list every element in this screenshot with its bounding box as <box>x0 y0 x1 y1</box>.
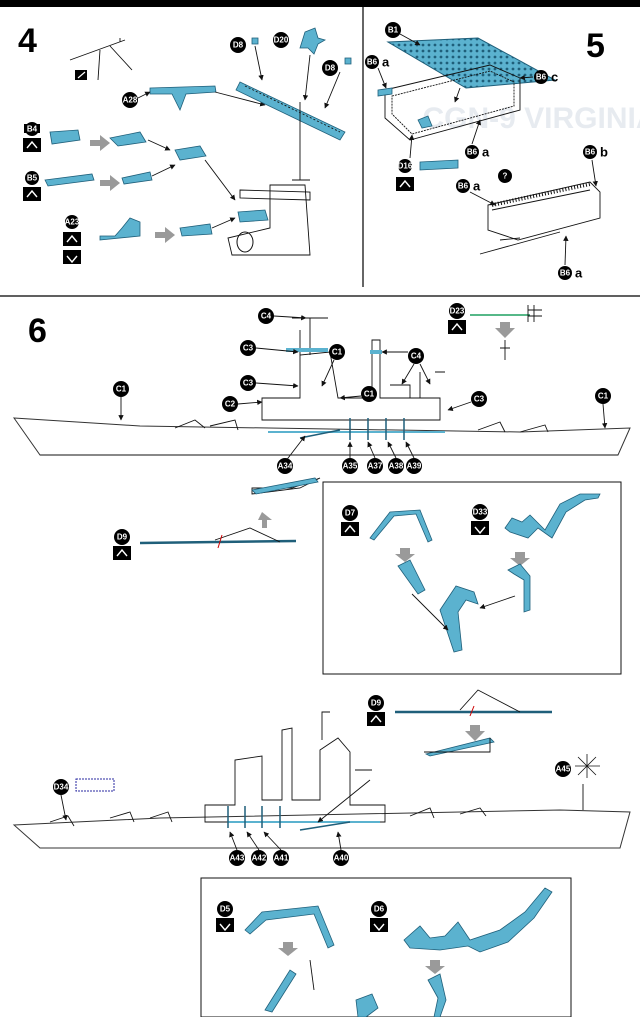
callout-d23: D23 <box>450 307 465 316</box>
callout-d20: D20 <box>274 36 289 45</box>
callout-c1-bow: C1 <box>116 385 127 394</box>
step5-panel: B1 B6 a B6 c B6 a D16 ? <box>365 22 608 281</box>
callout-a42: A42 <box>252 854 267 863</box>
svg-text:a: a <box>482 145 490 160</box>
callout-b1: B1 <box>388 26 399 35</box>
callout-d16: D16 <box>398 162 413 171</box>
deck-grating <box>386 37 557 89</box>
callout-a43: A43 <box>230 854 245 863</box>
bend-up-icon <box>23 138 41 152</box>
callout-d6: D6 <box>374 905 385 914</box>
top-border <box>0 0 640 7</box>
callout-c3-c: C3 <box>474 395 485 404</box>
callout-d9-lower: D9 <box>371 699 382 708</box>
svg-text:a: a <box>382 55 390 70</box>
callout-b6a-mid: B6 <box>467 148 478 157</box>
bend-up-icon <box>23 187 41 201</box>
callout-b6b: B6 <box>585 148 596 157</box>
callout-d5: D5 <box>220 905 231 914</box>
callout-a39: A39 <box>407 462 422 471</box>
svg-text:A28: A28 <box>123 96 138 105</box>
callout-c1-b: C1 <box>364 390 375 399</box>
callout-d33: D33 <box>473 508 488 517</box>
callout-c3-b: C3 <box>243 379 254 388</box>
callout-c4-b: C4 <box>411 352 422 361</box>
step-number-4: 4 <box>18 22 37 60</box>
callout-c3-a: C3 <box>243 344 254 353</box>
bend-down-icon <box>63 250 81 264</box>
callout-a38: A38 <box>389 462 404 471</box>
callout-d34: D34 <box>54 783 69 792</box>
callout-b6a-bottom: B6 <box>560 269 571 278</box>
detail-box-lower <box>200 877 572 1017</box>
callout-a28 <box>122 92 138 108</box>
callout-b4 <box>25 122 39 136</box>
step6-lower: D9 A45 D34 A43 A42 <box>12 689 631 1017</box>
step-number-5: 5 <box>586 27 605 65</box>
callout-a35: A35 <box>343 462 358 471</box>
ship-hull-upper <box>12 417 631 456</box>
svg-text:c: c <box>551 70 558 85</box>
svg-text:a: a <box>473 179 481 194</box>
callout-a45: A45 <box>556 765 571 774</box>
callout-c1-a: C1 <box>332 348 343 357</box>
question-badge: ? <box>503 172 508 181</box>
ship-hull-lower <box>12 809 631 849</box>
callout-d8-left: D8 <box>233 41 244 50</box>
svg-text:B4: B4 <box>27 125 38 134</box>
callout-a41: A41 <box>274 854 289 863</box>
step4-panel: A28 D20 D8 D8 B4 <box>23 27 352 264</box>
callout-d8-right: D8 <box>325 64 336 73</box>
callout-c1-stern: C1 <box>598 392 609 401</box>
detail-box-upper <box>322 481 622 675</box>
callout-a23 <box>65 215 79 229</box>
step-number-6: 6 <box>28 312 47 350</box>
arrow-icon <box>90 135 110 151</box>
callout-a40: A40 <box>334 854 349 863</box>
step6-panel: C4 D23 C3 C1 C4 C3 C1 C2 C1 C3 <box>12 303 631 675</box>
callout-b6a-low: B6 <box>458 182 469 191</box>
svg-text:b: b <box>600 145 608 160</box>
callout-a37: A37 <box>368 462 383 471</box>
callout-c2: C2 <box>225 400 236 409</box>
callout-a34: A34 <box>278 462 293 471</box>
callout-b6a-top: B6 <box>367 58 378 67</box>
callout-d9-upper: D9 <box>117 533 128 542</box>
svg-text:B5: B5 <box>27 174 38 183</box>
callout-b5 <box>25 171 39 185</box>
bleed-through-text: CGN-9 VIRGINIA <box>422 102 640 135</box>
callout-b6c: B6 <box>536 73 547 82</box>
svg-text:a: a <box>575 266 583 281</box>
callout-c4-top: C4 <box>261 312 272 321</box>
callout-d7: D7 <box>345 509 356 518</box>
svg-text:A23: A23 <box>65 218 80 227</box>
